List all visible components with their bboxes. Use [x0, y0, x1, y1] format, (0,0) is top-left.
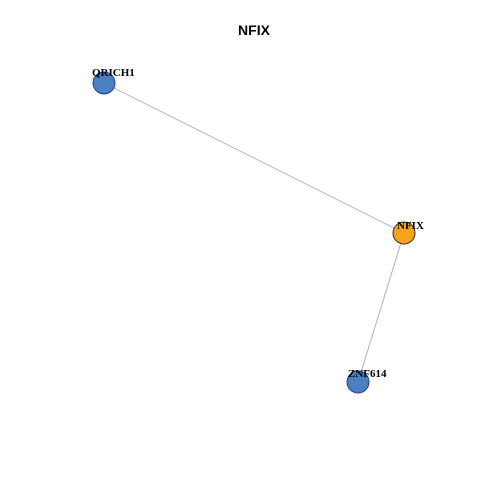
edge-qrich1-nfix	[103, 82, 405, 234]
graph-title: NFIX	[238, 22, 271, 38]
edge-nfix-znf614	[357, 232, 405, 383]
node-znf614[interactable]	[346, 370, 370, 394]
edges-layer	[103, 82, 405, 383]
node-nfix[interactable]	[392, 221, 416, 245]
node-label-znf614: ZNF614	[348, 368, 387, 380]
node-qrich1[interactable]	[92, 71, 116, 95]
node-label-nfix: NFIX	[397, 220, 424, 232]
node-label-qrich1: QRICH1	[92, 67, 135, 79]
nodes-layer	[92, 71, 416, 394]
